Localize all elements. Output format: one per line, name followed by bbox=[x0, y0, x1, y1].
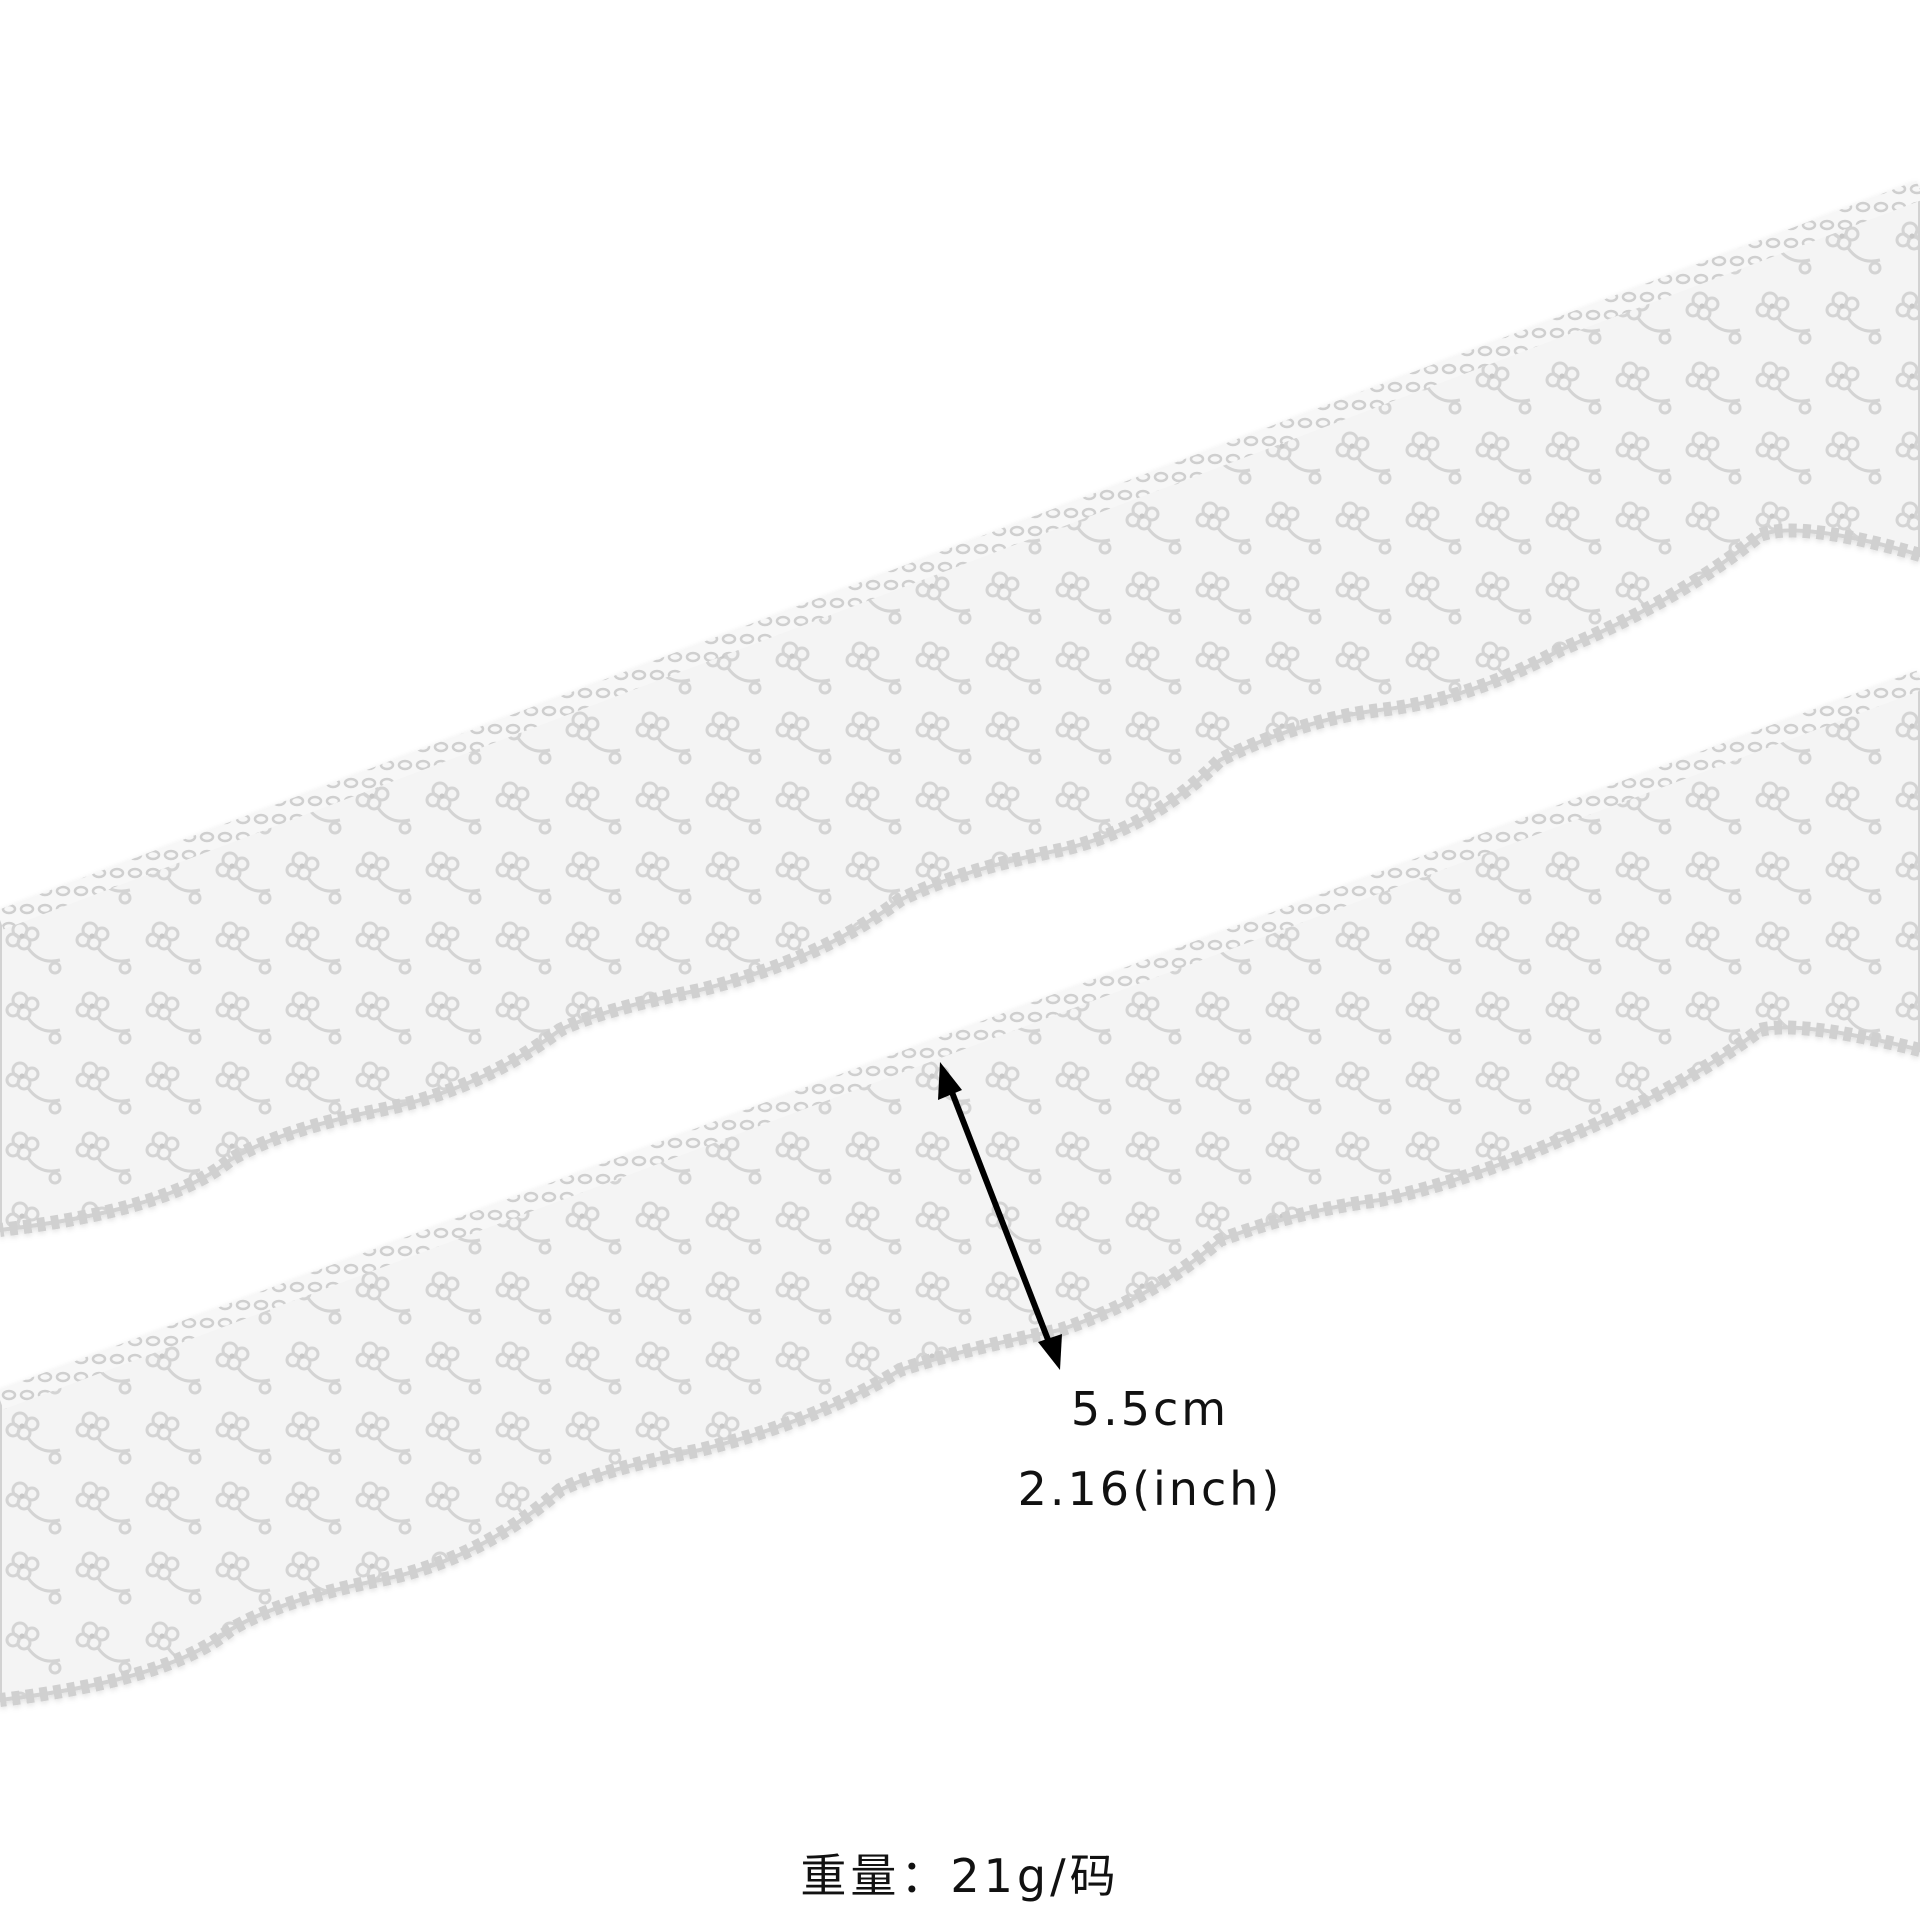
width-measurement-arrow bbox=[938, 1062, 1062, 1370]
width-cm-label: 5.5cm bbox=[1070, 1382, 1230, 1436]
weight-label: 重量：21g/码 bbox=[800, 1849, 1120, 1903]
width-inch-label: 2.16(inch) bbox=[1017, 1462, 1283, 1516]
lace-strip-upper bbox=[0, 180, 1920, 1237]
lace-strip-lower bbox=[0, 670, 1920, 1707]
